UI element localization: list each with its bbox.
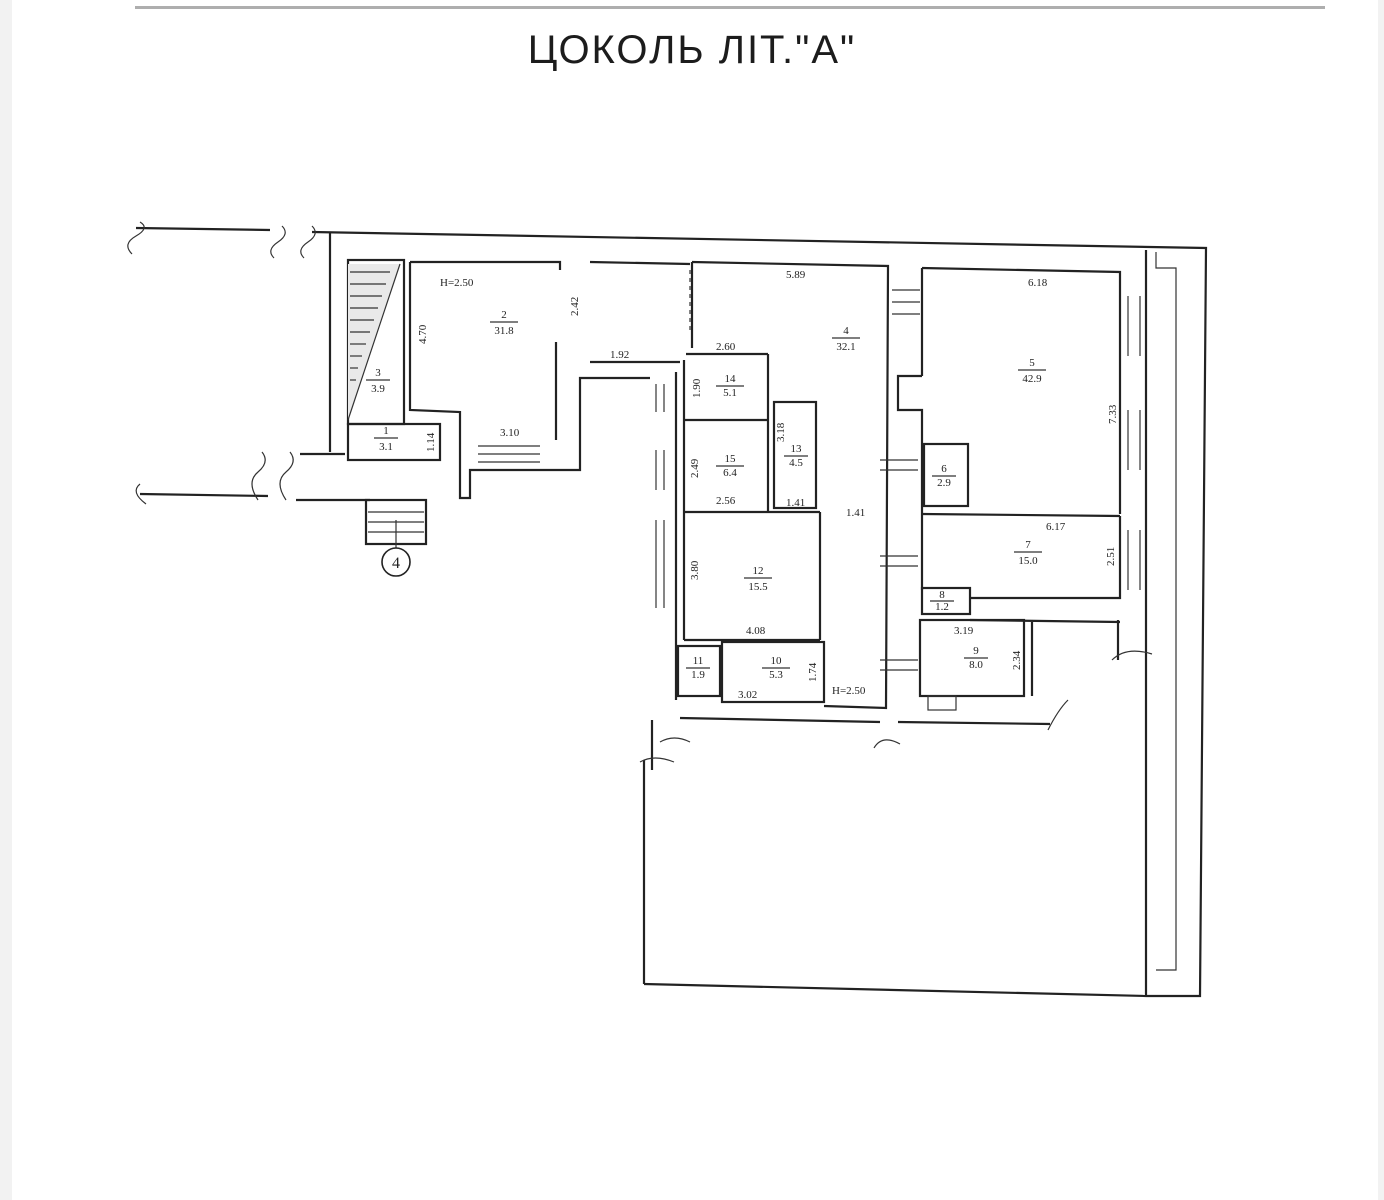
dimension-label: 3.02 [738,689,757,701]
dimension-label: 5.89 [786,269,806,281]
room-number: 5 [1029,357,1035,369]
room-area: 31.8 [494,325,514,337]
dimension-label: 6.18 [1028,277,1048,289]
room-area: 5.3 [769,669,783,681]
entrance-marker-label: 4 [392,555,400,572]
dimension-label: 2.51 [1105,547,1117,566]
room-area: 6.4 [723,467,737,479]
room-number: 9 [973,645,979,657]
dimension-label: 1.90 [691,378,703,398]
room-label-bars [366,321,1046,669]
window-marks [655,289,1141,671]
dimension-label: 2.56 [716,495,736,507]
room-number: 10 [771,655,783,667]
dimension-label: 2.34 [1011,650,1023,670]
room-area: 42.9 [1022,373,1042,385]
room-area: 15.0 [1018,555,1038,567]
height-label-room-4: H=2.50 [832,685,866,697]
dimension-label: 1.41 [846,507,865,519]
document-sheet [12,0,1378,1200]
room-area: 3.1 [379,441,393,453]
room-number: 13 [791,443,803,455]
dimension-label: 1.14 [425,432,437,452]
dimension-label: 2.42 [569,297,581,316]
dimension-label: 3.19 [954,625,974,637]
entrance-marker [381,547,411,577]
room-area: 8.0 [969,659,983,671]
room-area: 1.9 [691,669,705,681]
room-number: 2 [501,309,507,321]
room-area: 4.5 [789,457,803,469]
room-number: 6 [941,463,947,475]
scan-edge-line [135,6,1325,9]
dimension-label: 4.70 [417,324,429,344]
right-block-walls [896,266,1122,711]
dimension-label: 2.49 [689,458,701,478]
dimension-label: 1.41 [786,497,805,509]
dimension-label: 1.92 [610,349,629,361]
room-number: 4 [843,325,849,337]
room-labels: 1 3.1 2 31.8 3 3.9 4 32.1 5 42.9 6 2.9 7… [371,309,1042,681]
dimension-label: 4.08 [746,625,766,637]
room-area: 3.9 [371,383,385,395]
room-area: 1.2 [935,601,949,613]
dimension-label: 3.10 [500,427,520,439]
room-number: 1 [383,425,389,437]
room-number: 8 [939,589,945,601]
height-label-room-2: H=2.50 [440,277,474,289]
room-area: 5.1 [723,387,737,399]
room-number: 11 [693,655,704,667]
dimension-label: 6.17 [1046,521,1066,533]
room-number: 15 [725,453,737,465]
dimension-labels: 4.70 2.42 1.92 3.10 1.14 5.89 2.60 1.90 … [417,269,1119,701]
break-marks [127,221,1153,763]
dimension-label: 2.60 [716,341,736,353]
plan-title: ЦОКОЛЬ ЛІТ."А" [527,28,857,72]
room-area: 32.1 [836,341,855,353]
dimension-label: 3.80 [689,560,701,580]
room-area: 2.9 [937,477,951,489]
dimension-label: 1.74 [807,662,819,682]
dimension-label: 3.18 [775,422,787,442]
outer-walls [135,226,1208,998]
room-number: 14 [725,373,737,385]
room-number: 12 [753,565,764,577]
room-2-walls [408,260,691,500]
stair-block [346,258,442,577]
room-4-walls [674,260,890,710]
room-area: 15.5 [748,581,768,593]
room-number: 7 [1025,539,1031,551]
dimension-label: 7.33 [1107,404,1119,424]
room-number: 3 [375,367,381,379]
